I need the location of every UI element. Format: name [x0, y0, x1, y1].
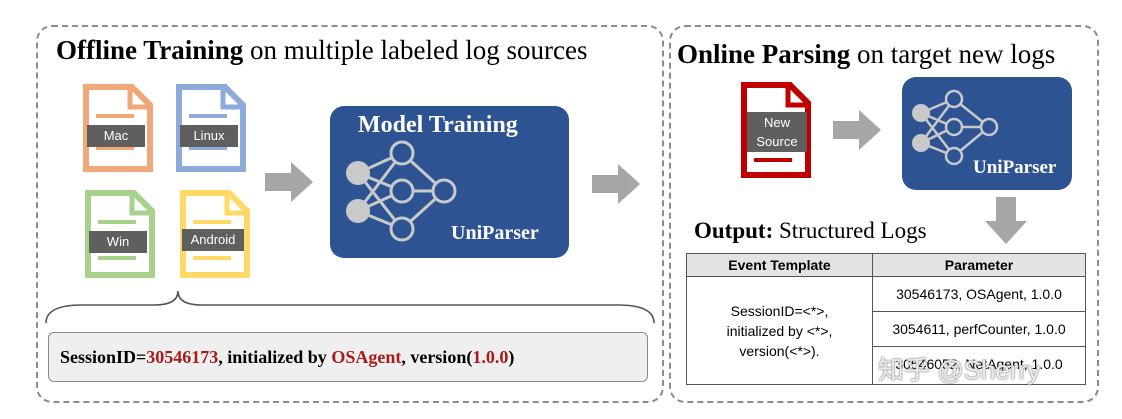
arrow-right-icon: [265, 162, 313, 202]
table-header-row: Event Template Parameter: [687, 254, 1085, 277]
example-log-message: SessionID=30546173, initialized by OSAge…: [48, 332, 648, 382]
event-template-cell: SessionID=<*>, initialized by <*>, versi…: [726, 302, 833, 359]
column-header-event-template: Event Template: [728, 257, 831, 273]
online-parsing-panel: [669, 25, 1099, 403]
table-row: 30546052, NetAgent, 1.0.0: [895, 356, 1063, 372]
uniparser-box: UniParser: [902, 77, 1072, 190]
arrow-right-icon: [833, 110, 881, 150]
mac-log-file-icon: Mac: [83, 84, 153, 172]
table-row: 3054611, perfCounter, 1.0.0: [873, 312, 1085, 347]
source-label-linux: Linux: [180, 125, 238, 147]
source-label-mac: Mac: [87, 125, 145, 147]
arrow-down-icon: [985, 197, 1027, 244]
source-label-win: Win: [89, 231, 147, 253]
win-log-file-icon: Win: [85, 190, 155, 278]
column-header-parameter: Parameter: [944, 257, 1014, 273]
arrow-right-icon: [592, 164, 640, 204]
curly-brace-icon: [45, 290, 655, 324]
online-parsing-title: Online Parsing on target new logs: [677, 39, 1056, 69]
neural-network-icon: [346, 140, 457, 242]
neural-network-icon: [912, 89, 999, 166]
model-training-box: Model Training UniParser: [330, 106, 569, 258]
structured-logs-table: Event Template Parameter SessionID=<*>, …: [686, 253, 1086, 385]
offline-training-panel: [36, 25, 664, 403]
table-row: 30546173, OSAgent, 1.0.0: [873, 277, 1085, 312]
source-label-android: Android: [182, 229, 244, 251]
watermark: 知乎 @Sherry: [878, 355, 1041, 385]
output-title: Output: Structured Logs: [694, 218, 927, 243]
android-log-file-icon: Android: [180, 190, 250, 278]
model-training-title: Model Training: [358, 112, 518, 138]
uniparser-label: UniParser: [451, 222, 539, 244]
uniparser-label: UniParser: [973, 157, 1057, 178]
offline-training-title: Offline Training on multiple labeled log…: [56, 35, 588, 65]
linux-log-file-icon: Linux: [176, 84, 246, 172]
